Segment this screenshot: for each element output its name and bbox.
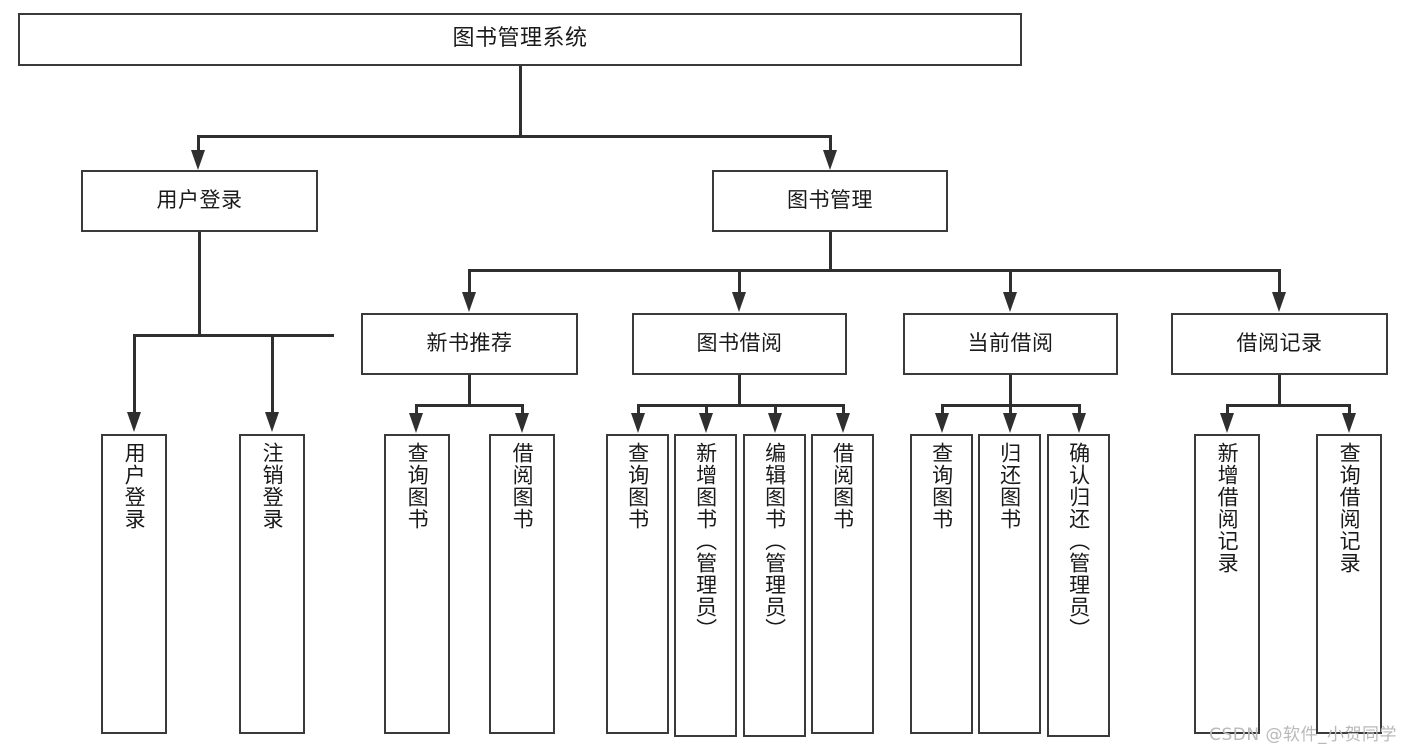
- connector-drop-leaf-cb-2: [1078, 404, 1081, 416]
- connector-borrow-record-bus: [1226, 404, 1350, 407]
- connector-drop-leaf-br-0: [1226, 404, 1229, 416]
- arrow-to-leaf-cb-1: [1003, 413, 1017, 433]
- node-new-book-recommend[interactable]: 新书推荐: [361, 313, 578, 375]
- node-current-borrow[interactable]: 当前借阅: [903, 313, 1118, 375]
- connector-book-borrow-stem: [738, 375, 741, 406]
- leaf-user-login-logout[interactable]: 注销登录: [239, 434, 305, 734]
- node-label: 注销登录: [260, 442, 285, 530]
- connector-drop-leaf-bb-1: [705, 404, 708, 416]
- arrow-to-leaf-cb-2: [1072, 413, 1086, 433]
- node-label: 用户登录: [122, 442, 147, 530]
- connector-drop-current-borrow: [1009, 269, 1012, 295]
- connector-drop-leaf-nb-0: [415, 404, 418, 416]
- connector-root-stem: [519, 66, 522, 137]
- leaf-user-login-login[interactable]: 用户登录: [101, 434, 167, 734]
- leaf-new-book-query[interactable]: 查询图书: [384, 434, 450, 734]
- leaf-current-borrow-query[interactable]: 查询图书: [910, 434, 973, 734]
- connector-drop-leaf-bb-3: [842, 404, 845, 416]
- node-label: 图书管理: [787, 188, 873, 213]
- connector-drop-leaf-cb-0: [941, 404, 944, 416]
- leaf-borrow-record-query[interactable]: 查询借阅记录: [1316, 434, 1382, 734]
- node-label: 借阅图书: [510, 442, 535, 530]
- connector-drop-book-manage: [829, 135, 832, 155]
- node-root-system[interactable]: 图书管理系统: [18, 13, 1022, 66]
- connector-book-manage-stem: [829, 232, 832, 272]
- node-book-borrow[interactable]: 图书借阅: [632, 313, 847, 375]
- connector-drop-leaf-nb-1: [521, 404, 524, 416]
- node-label: 归还图书: [997, 442, 1022, 530]
- leaf-current-borrow-return[interactable]: 归还图书: [978, 434, 1041, 734]
- connector-drop-leaf-user-login-1: [271, 334, 274, 414]
- connector-drop-book-borrow: [738, 269, 741, 295]
- connector-drop-leaf-bb-2: [774, 404, 777, 416]
- connector-new-book-bus: [415, 404, 523, 407]
- node-user-login[interactable]: 用户登录: [81, 170, 318, 232]
- arrow-to-leaf-user-login-0: [127, 412, 141, 432]
- node-label: 新增图书（管理员）: [693, 442, 718, 640]
- arrow-to-leaf-bb-2: [768, 413, 782, 433]
- node-label: 新增借阅记录: [1215, 442, 1240, 574]
- connector-book-manage-bus: [468, 269, 1280, 272]
- node-label: 当前借阅: [967, 331, 1054, 356]
- node-label: 查询图书: [405, 442, 430, 530]
- node-label: 查询图书: [929, 442, 954, 530]
- connector-user-login-bus: [133, 334, 334, 337]
- arrow-to-leaf-cb-0: [935, 413, 949, 433]
- csdn-watermark: CSDN @软件_小贺同学: [1209, 725, 1397, 745]
- node-label: 图书管理系统: [452, 26, 588, 52]
- leaf-new-book-borrow[interactable]: 借阅图书: [489, 434, 555, 734]
- arrow-to-leaf-bb-3: [836, 413, 850, 433]
- connector-current-borrow-stem: [1009, 375, 1012, 406]
- node-label: 借阅图书: [830, 442, 855, 530]
- arrow-to-current-borrow: [1003, 292, 1017, 312]
- node-borrow-record[interactable]: 借阅记录: [1171, 313, 1388, 375]
- leaf-book-borrow-query[interactable]: 查询图书: [606, 434, 669, 734]
- arrow-to-borrow-record: [1272, 292, 1286, 312]
- node-label: 借阅记录: [1236, 331, 1323, 356]
- connector-drop-leaf-br-1: [1348, 404, 1351, 416]
- leaf-current-borrow-confirm-admin[interactable]: 确认归还（管理员）: [1047, 434, 1110, 737]
- connector-root-bus: [197, 135, 831, 138]
- node-label: 查询借阅记录: [1337, 442, 1362, 574]
- arrow-to-leaf-user-login-1: [265, 412, 279, 432]
- node-label: 新书推荐: [426, 331, 513, 356]
- connector-borrow-record-stem: [1278, 375, 1281, 406]
- connector-drop-user-login: [197, 135, 200, 155]
- connector-drop-borrow-record: [1278, 269, 1281, 295]
- node-label: 确认归还（管理员）: [1066, 442, 1091, 640]
- arrow-to-leaf-nb-0: [409, 413, 423, 433]
- arrow-to-leaf-bb-0: [631, 413, 645, 433]
- arrow-to-book-borrow: [732, 292, 746, 312]
- connector-drop-new-book: [468, 269, 471, 295]
- arrow-to-leaf-bb-1: [699, 413, 713, 433]
- arrow-to-leaf-br-0: [1220, 413, 1234, 433]
- node-label: 编辑图书（管理员）: [762, 442, 787, 640]
- connector-drop-leaf-cb-1: [1009, 404, 1012, 416]
- connector-new-book-stem: [468, 375, 471, 406]
- leaf-book-borrow-edit-admin[interactable]: 编辑图书（管理员）: [743, 434, 806, 737]
- leaf-borrow-record-add[interactable]: 新增借阅记录: [1194, 434, 1260, 734]
- arrow-to-book-manage: [823, 150, 837, 170]
- arrow-to-leaf-br-1: [1342, 413, 1356, 433]
- arrow-to-user-login: [191, 150, 205, 170]
- node-label: 查询图书: [625, 442, 650, 530]
- leaf-book-borrow-add-admin[interactable]: 新增图书（管理员）: [674, 434, 737, 737]
- node-book-manage[interactable]: 图书管理: [712, 170, 948, 232]
- connector-drop-leaf-bb-0: [637, 404, 640, 416]
- node-label: 用户登录: [156, 188, 243, 213]
- arrow-to-new-book-recommend: [462, 292, 476, 312]
- connector-book-borrow-bus: [637, 404, 843, 407]
- leaf-book-borrow-borrow[interactable]: 借阅图书: [811, 434, 874, 734]
- node-label: 图书借阅: [696, 331, 783, 356]
- connector-drop-leaf-user-login-0: [133, 334, 136, 414]
- arrow-to-leaf-nb-1: [515, 413, 529, 433]
- connector-user-login-stem: [198, 232, 201, 336]
